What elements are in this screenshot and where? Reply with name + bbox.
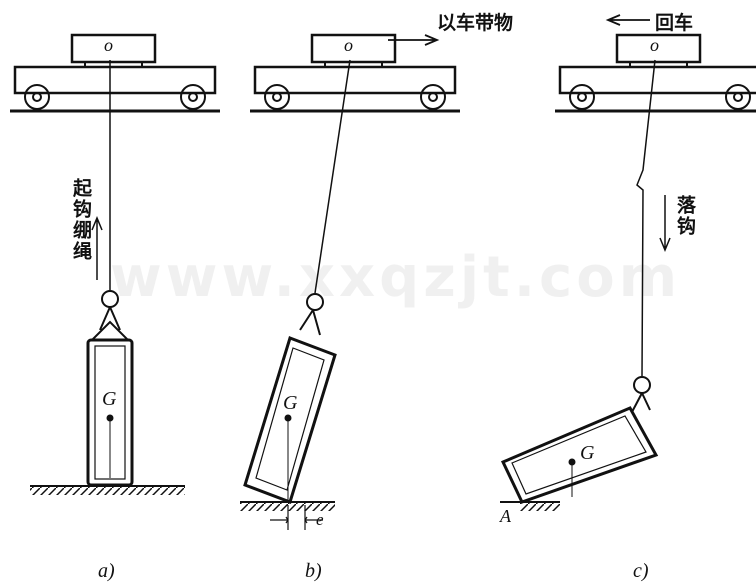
hook-b [306, 293, 324, 311]
center-of-gravity-b [284, 414, 292, 422]
action-label-trolley-drag: 以车带物 [437, 12, 514, 34]
caption-b: b) [305, 560, 322, 582]
center-label-a: G [102, 388, 117, 410]
center-label-c: G [580, 442, 595, 464]
offset-dimension [270, 505, 323, 530]
trolley-label-c: o [650, 35, 659, 55]
arrow-down-icon [659, 195, 671, 252]
center-of-gravity-c [568, 458, 576, 466]
panel-a [8, 33, 222, 495]
watermark: www.xxqzjt.com [110, 245, 682, 310]
load-c [500, 406, 659, 504]
trolley-label-a: o [104, 35, 113, 55]
trolley-b [248, 33, 462, 113]
hook-a [101, 290, 119, 308]
trolley-a [8, 33, 222, 113]
caption-a: a) [98, 560, 115, 582]
caption-c: c) [633, 560, 649, 582]
offset-label: e [316, 510, 324, 529]
action-label-trolley-return: 回车 [655, 12, 694, 34]
center-label-b: G [283, 392, 298, 414]
action-label-lift: 起钩绷绳 [70, 178, 92, 262]
panel-b [240, 33, 462, 530]
rope-b [314, 59, 351, 294]
rope-c [636, 59, 656, 377]
center-of-gravity-a [106, 414, 114, 422]
arrow-right-icon [388, 34, 440, 46]
panel-c [500, 14, 756, 511]
arrow-left-icon [605, 14, 650, 26]
trolley-label-b: o [344, 35, 353, 55]
arrow-up-icon [91, 216, 103, 280]
sling-a [91, 306, 129, 341]
hook-c [633, 376, 651, 394]
pivot-label: A [500, 506, 511, 526]
action-label-lower-hook: 落钩 [674, 195, 696, 237]
